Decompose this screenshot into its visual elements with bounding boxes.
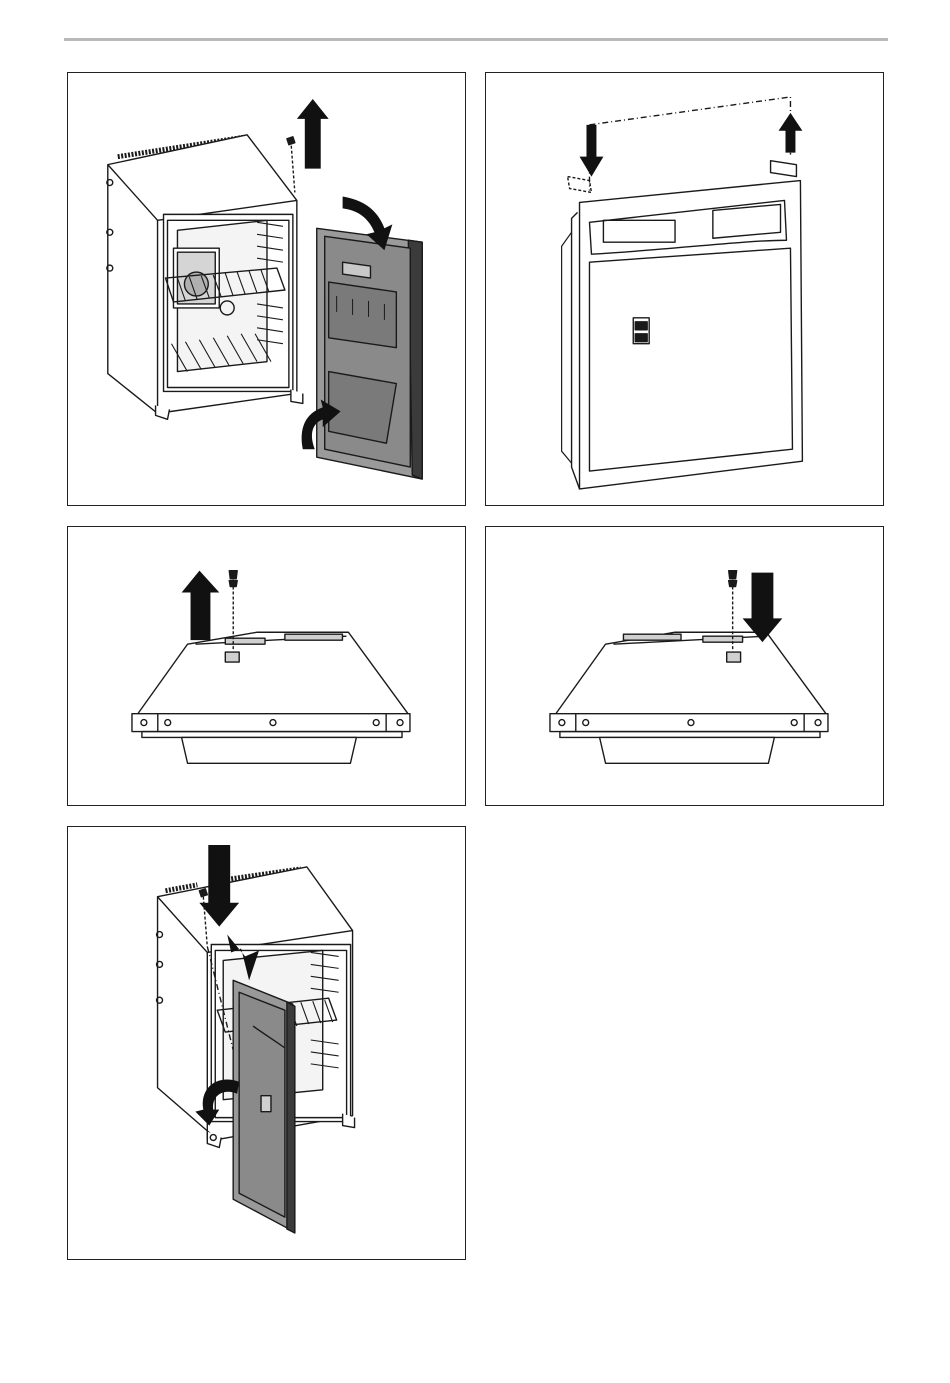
door-hinge-swap-illustration [486,73,883,505]
fridge-door-removal-illustration [68,73,465,505]
top-hinge-removal-illustration [68,527,465,805]
header-rule [64,38,888,41]
top-hinge-mounting-illustration [486,527,883,805]
figure-door-removal [67,72,466,506]
figure-top-hinge-removal [67,526,466,806]
fridge-door-mounting-illustration [68,827,465,1259]
figure-top-hinge-mounting [485,526,884,806]
figure-hinge-swap [485,72,884,506]
figure-door-mounting [67,826,466,1260]
